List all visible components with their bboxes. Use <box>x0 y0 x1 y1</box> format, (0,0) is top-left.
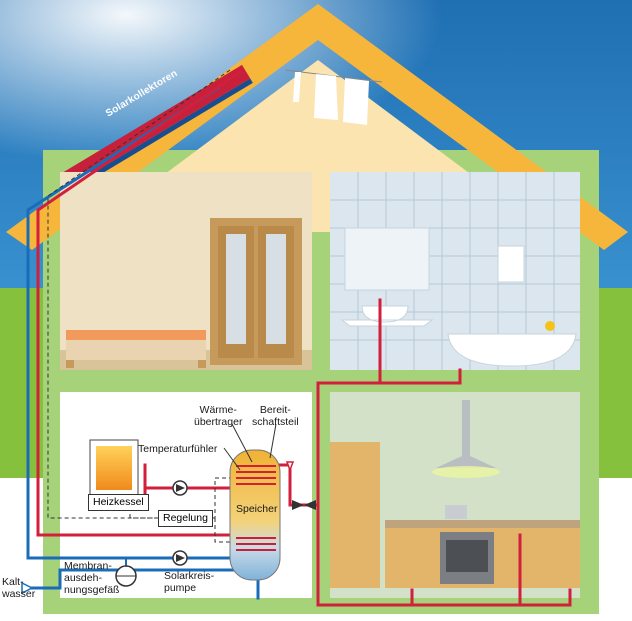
hot-supply-kitchen <box>316 503 572 607</box>
pipes <box>26 69 572 607</box>
bed <box>66 330 206 368</box>
boiler <box>89 439 139 497</box>
label-heat-exchanger: Wärme- übertrager <box>194 404 243 428</box>
boiler-pump <box>172 480 188 496</box>
washbasin <box>340 305 434 327</box>
towel <box>497 245 525 283</box>
label-expansion-vessel: Membran- ausdeh- nungsgefäß <box>64 560 120 596</box>
laundry <box>284 69 383 125</box>
wardrobe <box>210 218 302 365</box>
label-boiler: Heizkessel <box>88 494 149 511</box>
pot <box>445 505 467 519</box>
rubber-duck <box>545 321 555 331</box>
label-storage: Speicher <box>236 503 278 515</box>
cold-pipe-solar <box>26 85 232 560</box>
label-cold-water: Kalt- wasser <box>2 576 36 600</box>
storage-tank <box>229 449 281 581</box>
label-standby-part: Bereit- schaftsteil <box>252 404 299 428</box>
hot-pipe-solar <box>36 69 243 537</box>
mirror <box>344 227 430 291</box>
check-valve <box>285 461 295 473</box>
hood-light <box>432 466 500 478</box>
label-temp-sensor: Temperaturfühler <box>138 443 218 455</box>
range-hood <box>436 400 496 468</box>
label-control: Regelung <box>158 510 213 527</box>
kitchen-counter <box>385 520 580 528</box>
sensor-pointers <box>223 423 277 471</box>
solar-pump <box>172 550 188 566</box>
kitchen-cabinet-tall <box>330 442 380 588</box>
expansion-vessel <box>115 558 137 587</box>
label-solar-pump: Solarkreis- pumpe <box>164 570 215 594</box>
cold-water-arrow <box>21 581 34 595</box>
bathtub <box>447 333 577 367</box>
mixing-valve <box>292 500 316 510</box>
